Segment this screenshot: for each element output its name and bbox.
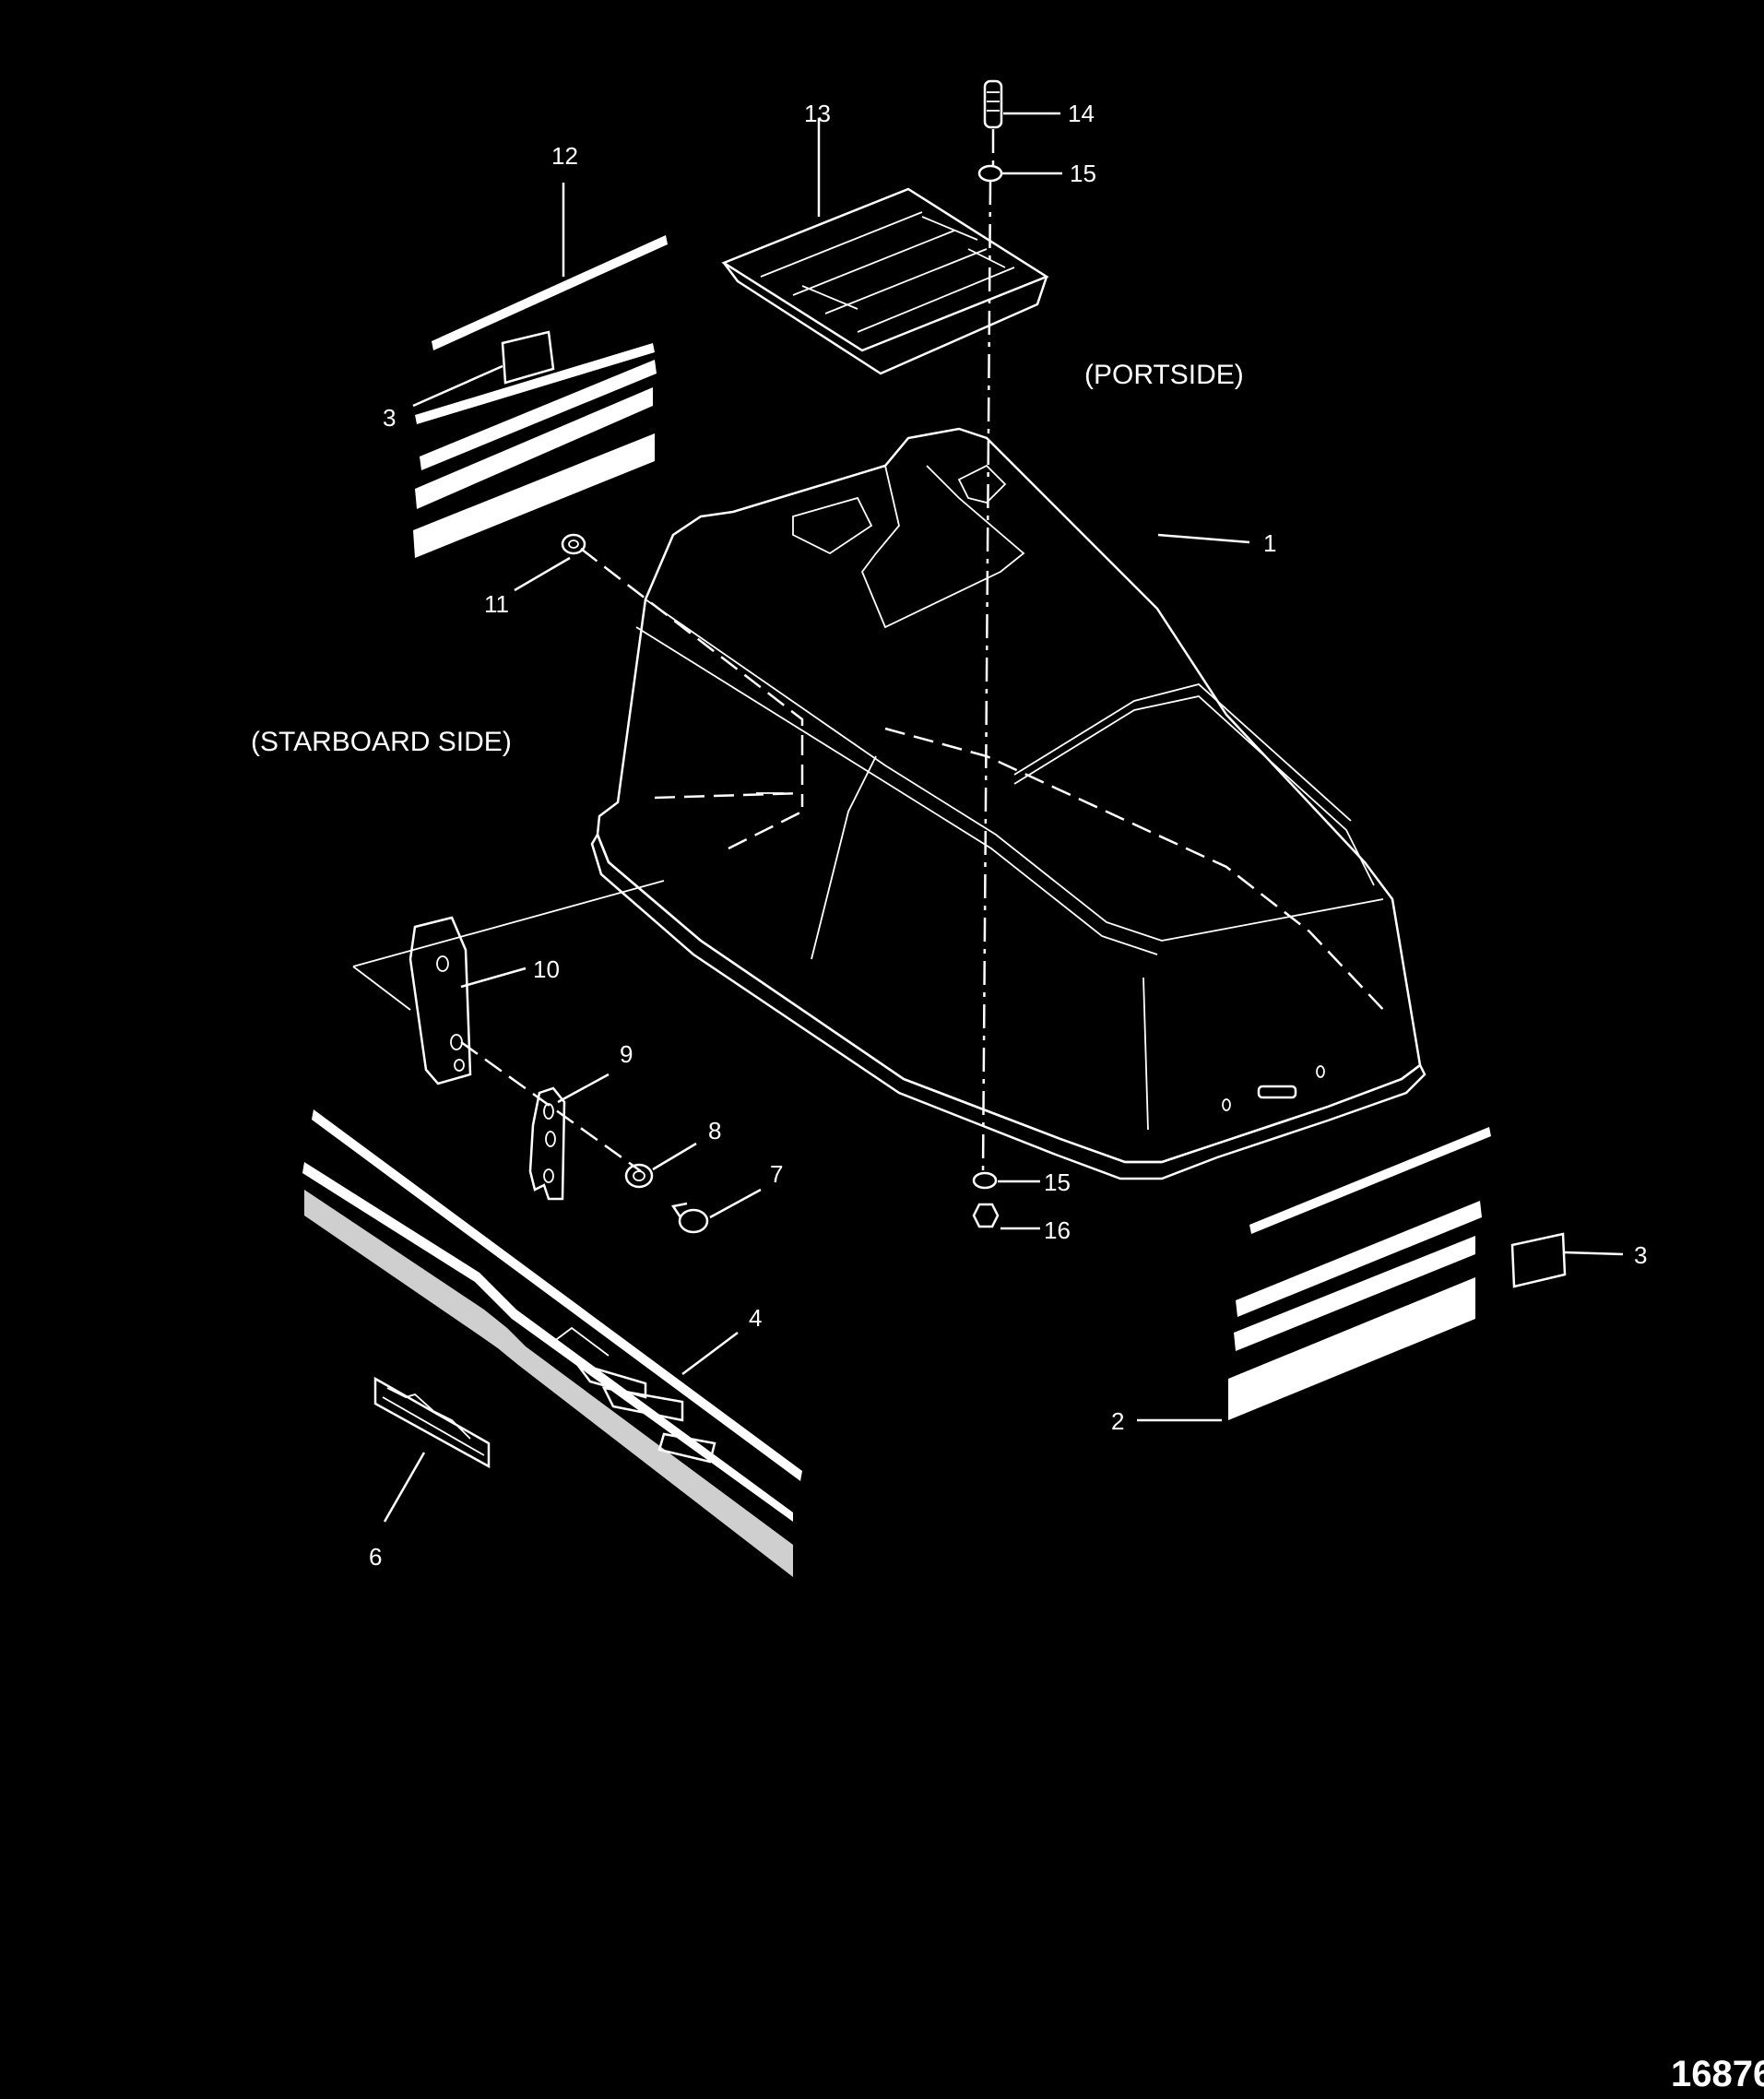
engine-cowl (590, 427, 1427, 1180)
callout-10: 10 (533, 955, 560, 983)
pin-11 (561, 533, 586, 555)
callout-14: 14 (1068, 100, 1095, 127)
callout-15-bottom: 15 (1044, 1168, 1071, 1196)
alignment-line-front-left (654, 791, 803, 800)
washer-bottom (972, 1171, 998, 1190)
callout-6: 6 (369, 1543, 382, 1571)
alignment-line-front (728, 810, 803, 850)
callout-8: 8 (708, 1117, 721, 1144)
callout-4: 4 (749, 1304, 762, 1332)
callout-9: 9 (620, 1040, 633, 1068)
decal-4 (302, 1109, 802, 1577)
top-cover-plate (721, 187, 1049, 375)
screw-7 (670, 1202, 709, 1234)
figure-number: 16876 (1671, 2054, 1764, 2094)
bracket-10 (352, 880, 665, 1085)
callout-15-top: 15 (1070, 160, 1096, 187)
callout-16: 16 (1044, 1216, 1071, 1244)
starboard-side-label: (STARBOARD SIDE) (251, 727, 512, 757)
latch-9 (528, 1086, 566, 1201)
bolt-top (983, 79, 1003, 129)
leader-lines (383, 112, 1624, 1523)
alignment-line-11 (580, 548, 804, 807)
callout-2: 2 (1111, 1407, 1124, 1435)
callout-12: 12 (551, 142, 578, 170)
callout-7: 7 (770, 1160, 783, 1188)
decal-square-3-upper (501, 330, 555, 385)
callout-11: 11 (484, 590, 509, 618)
decal-4-number-graphic (573, 1360, 716, 1464)
callout-3-upper: 3 (383, 404, 396, 432)
callout-1: 1 (1263, 529, 1276, 557)
decal-stripes-12 (413, 235, 668, 558)
decal-stripes-2 (1228, 1127, 1491, 1420)
alignment-line-9-8 (460, 1040, 642, 1173)
callout-13: 13 (804, 100, 831, 127)
fastener-axis-line (981, 129, 995, 1174)
nut-bottom (972, 1203, 1000, 1228)
decal-square-3-lower (1510, 1232, 1567, 1288)
grommet-8 (624, 1163, 654, 1189)
emblem-6 (373, 1376, 491, 1469)
alignment-line-cowl-hidden (884, 727, 1389, 1015)
callout-3-lower: 3 (1634, 1241, 1647, 1269)
portside-label: (PORTSIDE) (1084, 360, 1244, 390)
washer-top (977, 164, 1003, 183)
